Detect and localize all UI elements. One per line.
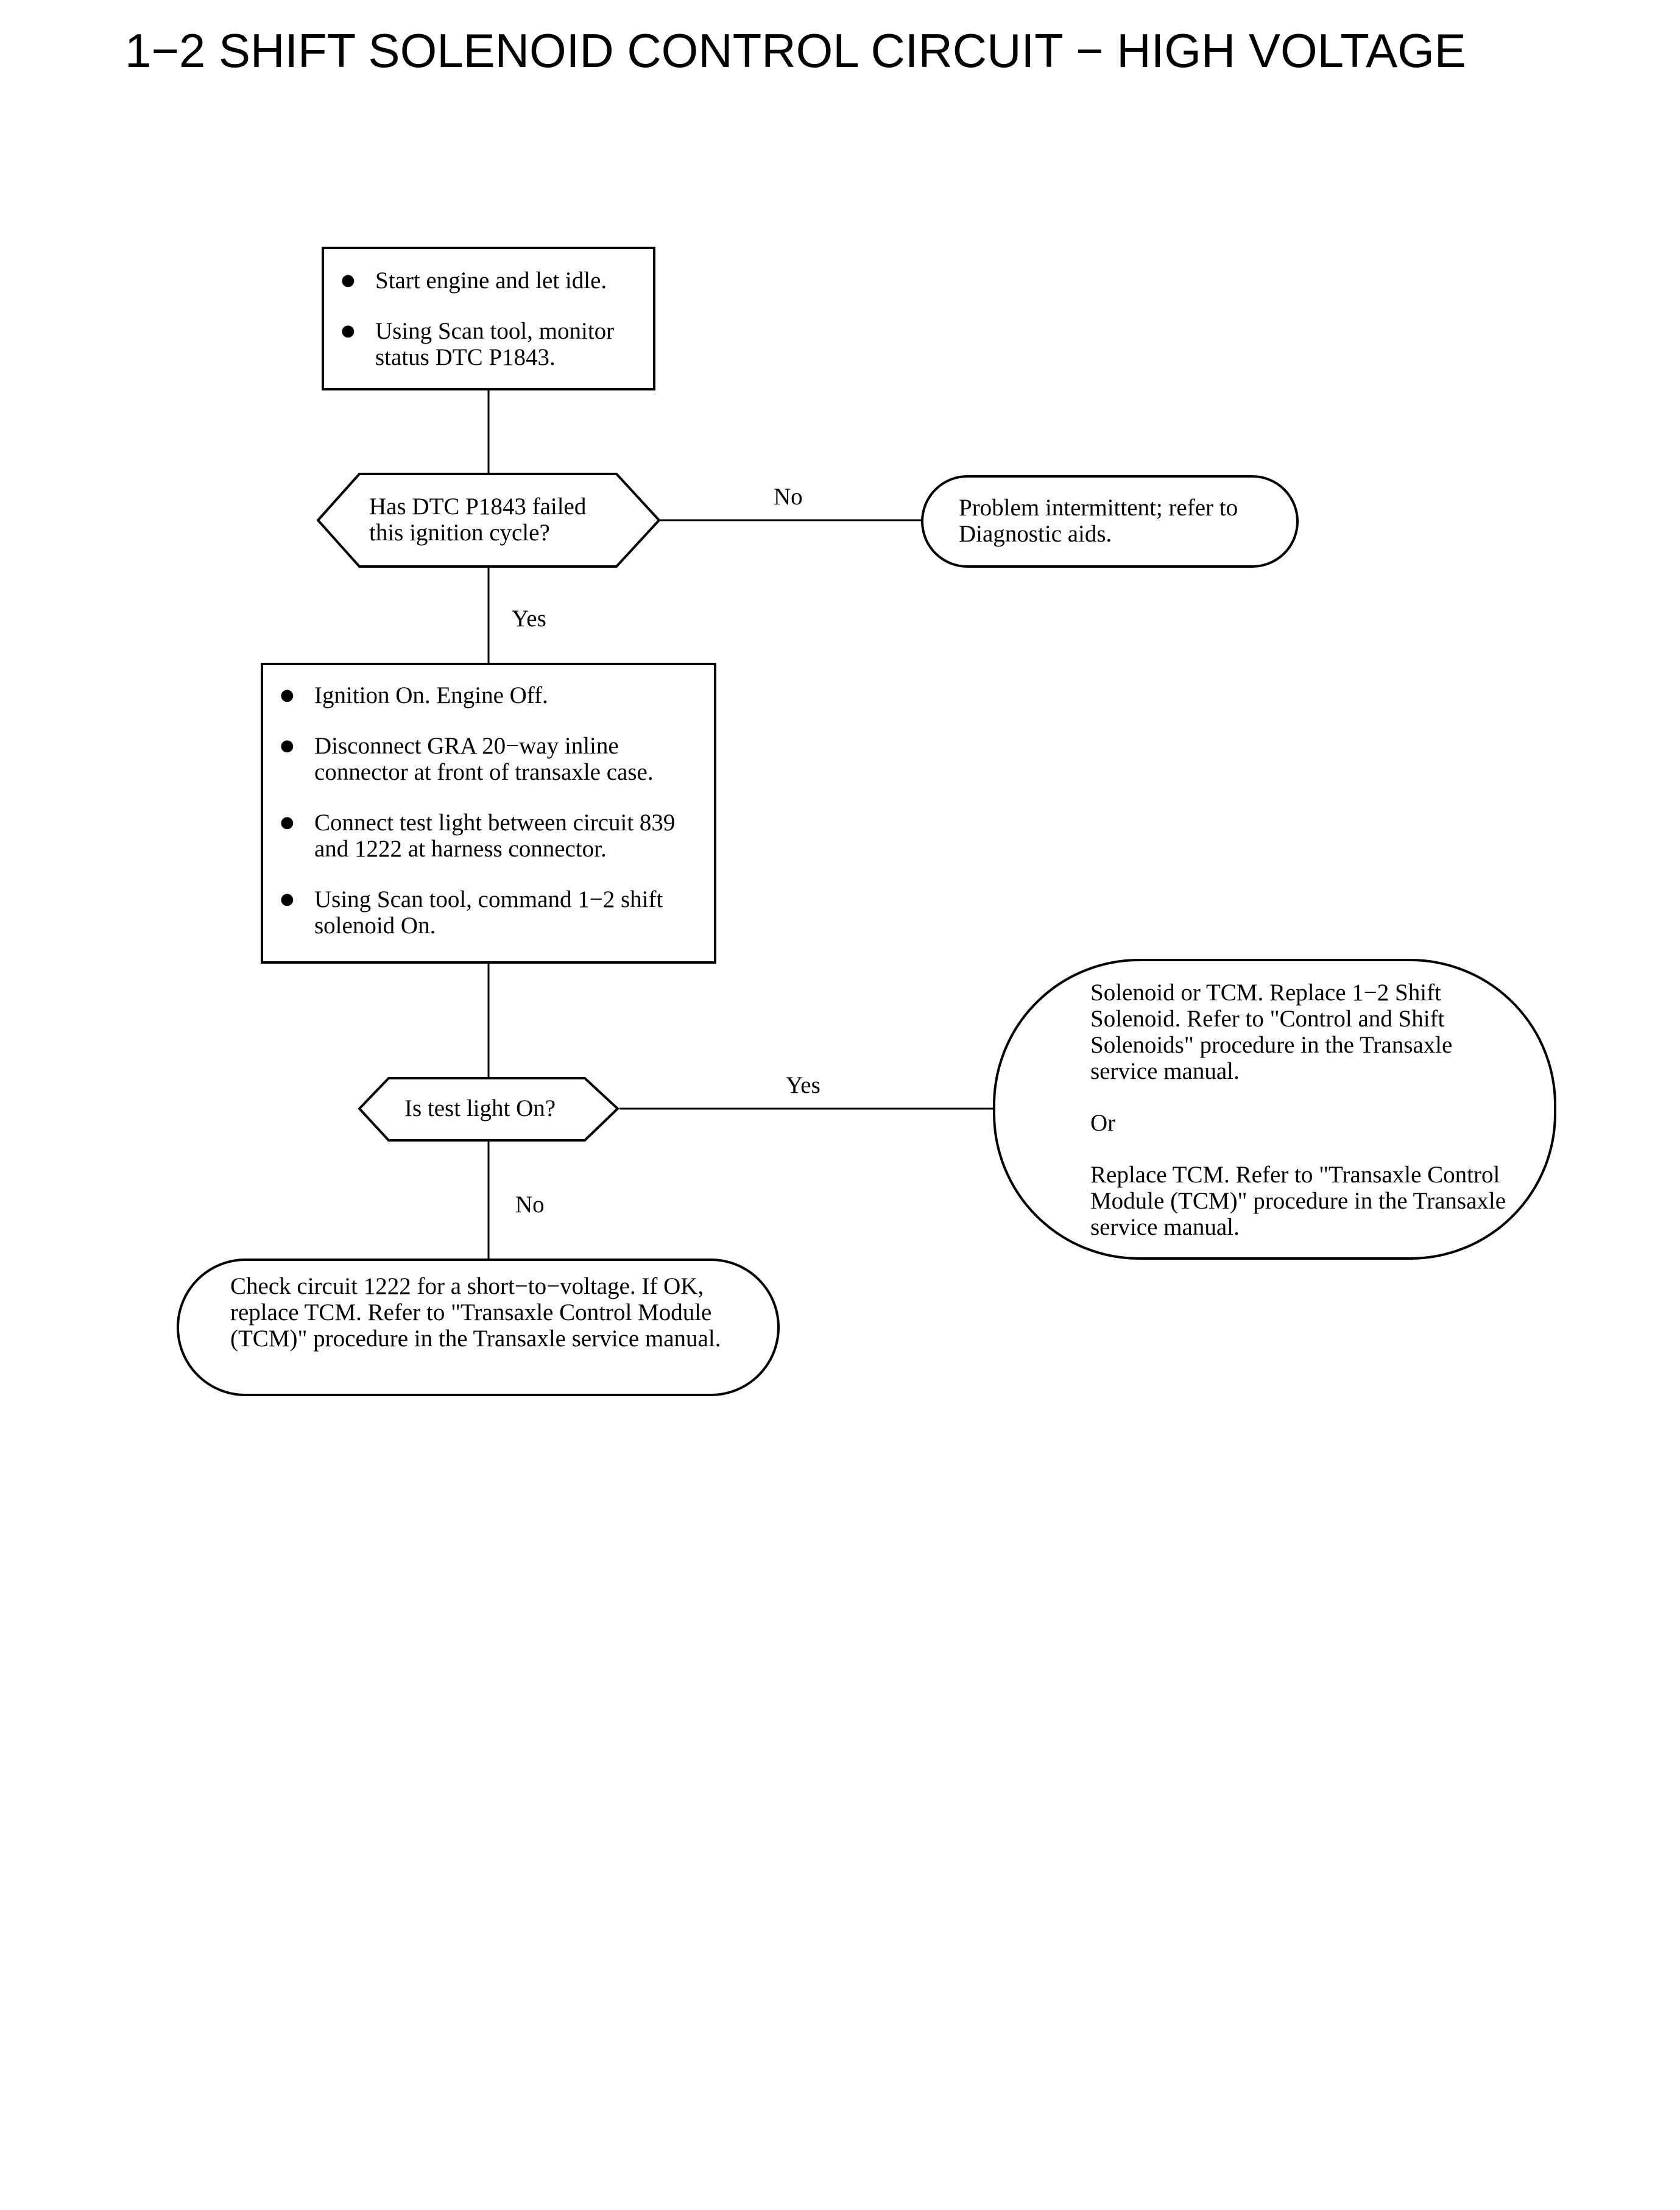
decision2-shape — [358, 1077, 619, 1142]
decision1-text: Has DTC P1843 failed this ignition cycle… — [369, 493, 587, 546]
result-solenoid-or: Or — [1090, 1110, 1116, 1136]
step2-item: Ignition On. Engine Off. — [263, 682, 702, 708]
step1-box: Start engine and let idle. Using Scan to… — [322, 247, 655, 390]
decision1-no-label: No — [774, 484, 803, 510]
result-solenoid-para3: Replace TCM. Refer to "Transaxle Control… — [1090, 1162, 1506, 1240]
step2-box: Ignition On. Engine Off. Disconnect GRA … — [261, 663, 716, 964]
decision2-yes-label: Yes — [786, 1072, 821, 1098]
result-solenoid-box: Solenoid or TCM. Replace 1−2 Shift Solen… — [993, 959, 1556, 1260]
page-title: 1−2 SHIFT SOLENOID CONTROL CIRCUIT − HIG… — [125, 24, 1466, 77]
result-intermittent-text: Problem intermittent; refer to Diagnosti… — [959, 495, 1238, 547]
step2-item: Connect test light between circuit 839 a… — [263, 810, 702, 862]
decision1-yes-label: Yes — [512, 605, 546, 632]
result-short-box — [177, 1259, 780, 1396]
step1-list: Start engine and let idle. Using Scan to… — [324, 267, 641, 370]
step2-list: Ignition On. Engine Off. Disconnect GRA … — [263, 682, 702, 939]
result-short-text: Check circuit 1222 for a short−to−voltag… — [230, 1273, 721, 1352]
step1-item: Start engine and let idle. — [324, 267, 641, 294]
step1-item: Using Scan tool, monitor status DTC P184… — [324, 318, 641, 370]
result-solenoid-para1: Solenoid or TCM. Replace 1−2 Shift Solen… — [1090, 980, 1453, 1084]
step2-item: Disconnect GRA 20−way inline connector a… — [263, 733, 702, 785]
decision2-text: Is test light On? — [404, 1095, 556, 1121]
decision2-no-label: No — [515, 1191, 545, 1218]
step2-item: Using Scan tool, command 1−2 shift solen… — [263, 886, 702, 939]
decision1-shape — [316, 473, 661, 568]
result-intermittent-box: Problem intermittent; refer to Diagnosti… — [921, 475, 1299, 568]
